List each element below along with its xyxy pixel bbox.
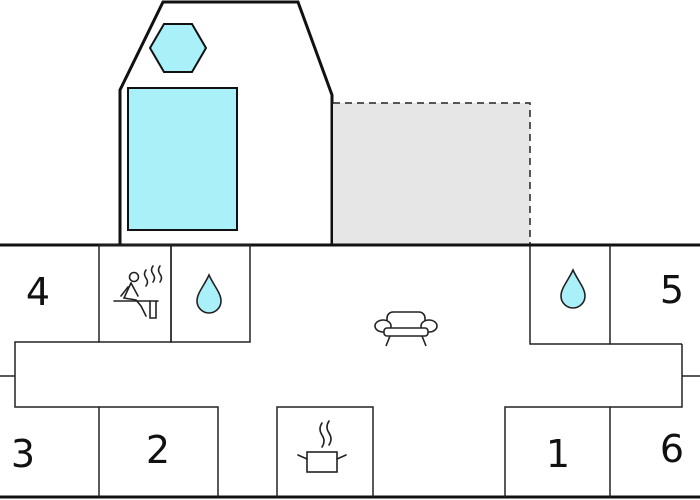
room-2 <box>99 406 219 497</box>
hexagon-hot-tub-icon <box>148 23 208 73</box>
annex-outline <box>118 0 334 245</box>
sofa-icon <box>374 311 438 347</box>
water-drop-icon <box>560 268 586 309</box>
water-drop-icon <box>196 273 222 314</box>
room-number-5: 5 <box>660 268 684 312</box>
room-bathroom-right <box>529 245 611 345</box>
terrace-dashed-border <box>333 102 531 245</box>
room-bathroom-left <box>170 244 251 343</box>
room-number-3: 3 <box>11 432 35 476</box>
terrace <box>333 103 530 245</box>
room-1 <box>504 406 611 497</box>
room-number-4: 4 <box>26 270 50 314</box>
room-kitchen <box>276 406 374 497</box>
corridor-right <box>610 344 683 408</box>
room-number-2: 2 <box>146 428 170 472</box>
room-number-6: 6 <box>660 427 684 471</box>
pool-icon <box>127 87 238 231</box>
room-sauna <box>98 244 172 343</box>
room-number-1: 1 <box>546 432 570 476</box>
sauna-icon <box>113 265 163 319</box>
corridor-top-left <box>14 341 99 408</box>
cooking-pot-icon <box>297 420 347 473</box>
